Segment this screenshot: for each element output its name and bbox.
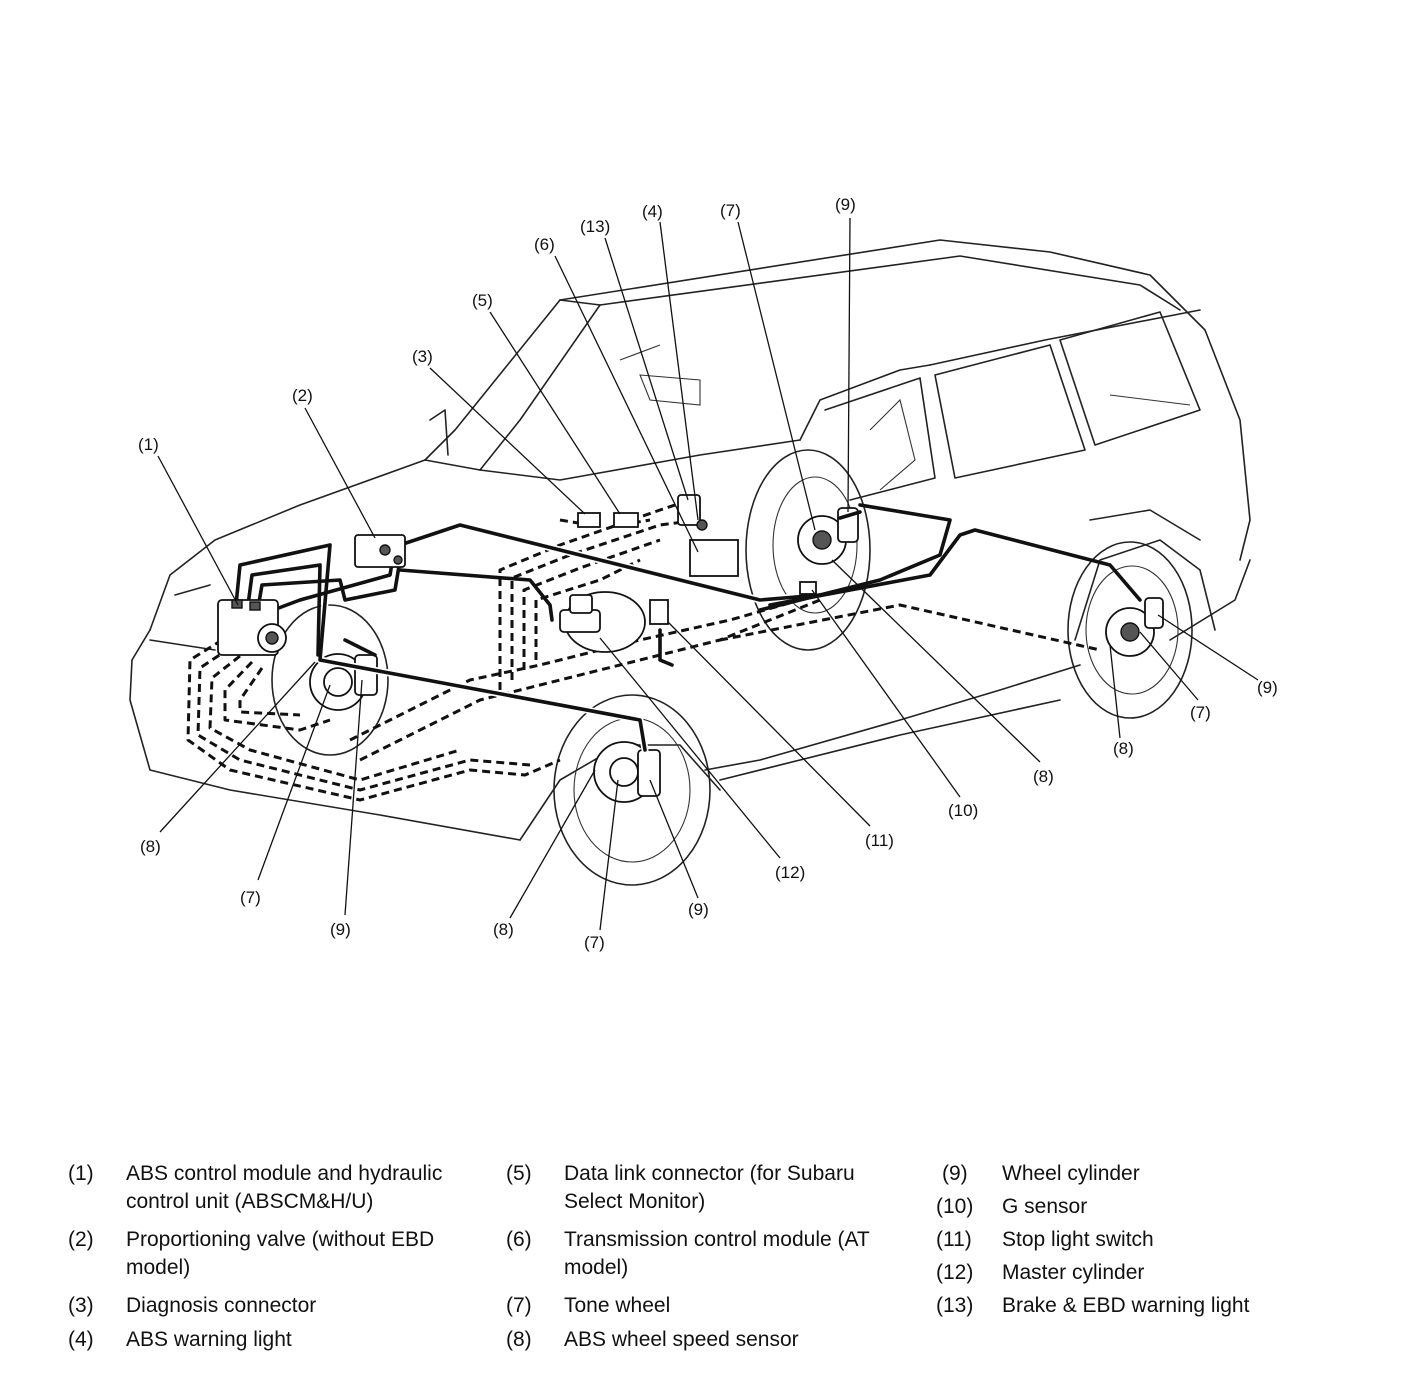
wheel-rear-right (1067, 541, 1193, 719)
legend-text: G sensor (1002, 1195, 1088, 1218)
callout-9-top: (9) (835, 195, 856, 214)
legend-number: (4) (68, 1328, 94, 1351)
legend-number: (5) (506, 1162, 532, 1185)
legend-number: (3) (68, 1294, 94, 1317)
legend-number: (2) (68, 1228, 94, 1251)
callout-8-rear-left: (8) (1033, 767, 1054, 786)
master-cylinder (559, 591, 646, 653)
callout-13: (13) (580, 217, 610, 236)
legend-number: (1) (68, 1162, 94, 1185)
legend-number: (12) (936, 1261, 974, 1284)
sensor-wiring (186, 498, 1101, 802)
legend-text: ABS warning light (126, 1328, 292, 1351)
legend-number: (8) (506, 1328, 532, 1351)
callout-3: (3) (412, 347, 433, 366)
stop-light-switch (649, 599, 674, 667)
legend-text: Master cylinder (1002, 1261, 1145, 1284)
callout-7-top: (7) (720, 201, 741, 220)
brake-pipes (232, 503, 1142, 754)
callout-8-front-right: (8) (493, 920, 514, 939)
callout-8-rear-right: (8) (1113, 739, 1134, 758)
vehicle-body (129, 239, 1251, 841)
callout-1: (1) (138, 435, 159, 454)
legend-number: (7) (506, 1294, 532, 1317)
diagnosis-connector (577, 512, 601, 528)
legend-number: (11) (936, 1228, 972, 1251)
callout-10: (10) (948, 801, 978, 820)
transmission-control-module (689, 539, 739, 577)
legend-number: (9) (942, 1162, 968, 1185)
legend-text: Transmission control module (AT model) (564, 1228, 870, 1279)
callout-7-front-left: (7) (240, 888, 261, 907)
callout-8-front-left: (8) (140, 837, 161, 856)
callout-2: (2) (292, 386, 313, 405)
legend-text: ABS control module and hydraulic control… (126, 1162, 443, 1213)
legend-text: Tone wheel (564, 1294, 671, 1317)
callout-9-front-right: (9) (688, 900, 709, 919)
legend-text: ABS wheel speed sensor (564, 1328, 799, 1351)
callout-5: (5) (472, 291, 493, 310)
legend-text: Brake & EBD warning light (1002, 1294, 1250, 1317)
warning-lights (677, 494, 708, 531)
callout-labels: (1) (2) (3) (5) (6) (13) (4) (7) (9) (9)… (138, 195, 1278, 952)
abs-hydraulic-unit (217, 599, 287, 656)
callout-12: (12) (775, 863, 805, 882)
legend-number: (6) (506, 1228, 532, 1251)
legend-text: Diagnosis connector (126, 1294, 317, 1317)
legend-number: (10) (936, 1195, 974, 1218)
callout-7-front-right: (7) (584, 933, 605, 952)
callout-4: (4) (642, 202, 663, 221)
callout-6: (6) (534, 235, 555, 254)
callout-7-rear-right: (7) (1190, 703, 1211, 722)
wheel-front-right (553, 694, 711, 886)
legend-text: Data link connector (for Subaru Select M… (564, 1162, 855, 1213)
callout-9-front-left: (9) (330, 920, 351, 939)
data-link-connector (613, 512, 639, 528)
leader-lines (157, 217, 1259, 931)
callout-9-rear-right: (9) (1257, 678, 1278, 697)
legend-text: Stop light switch (1002, 1228, 1154, 1251)
callout-11: (11) (865, 831, 894, 850)
legend-text: Proportioning valve (without EBD model) (126, 1228, 435, 1279)
legend-number: (13) (936, 1294, 974, 1317)
legend-text: Wheel cylinder (1002, 1162, 1140, 1185)
abs-system-diagram: (1) (2) (3) (5) (6) (13) (4) (7) (9) (9)… (129, 195, 1278, 952)
proportioning-valve (354, 534, 406, 568)
